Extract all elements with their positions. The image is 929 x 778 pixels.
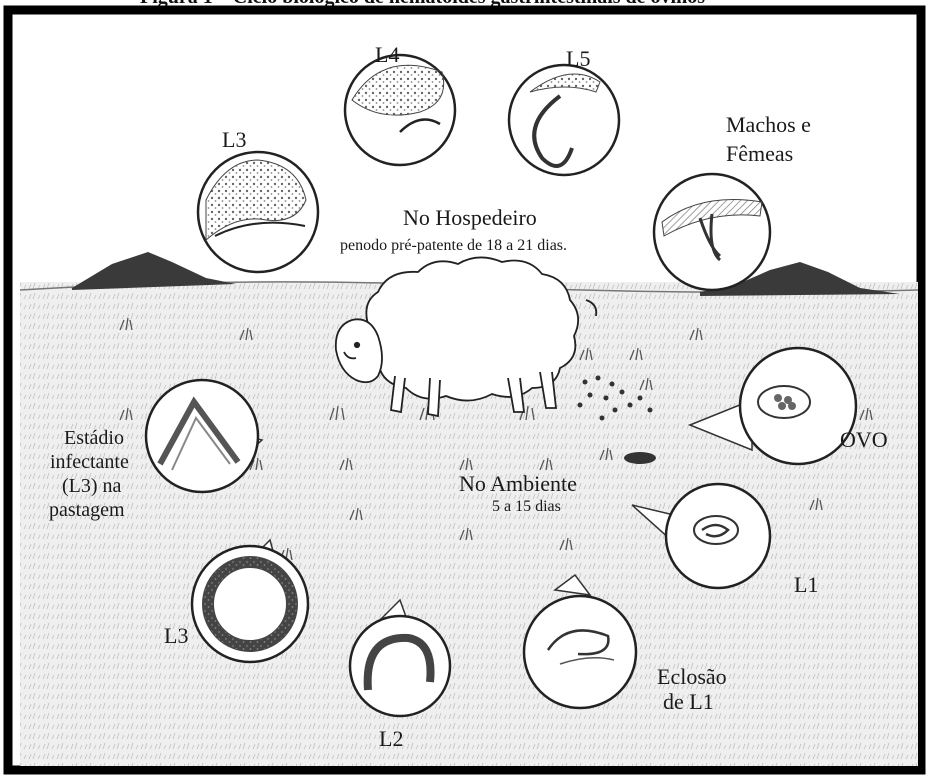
host-title: No Hospedeiro [403,206,537,230]
label-l4: L4 [375,43,399,67]
label-hatch-line2: de L1 [663,690,714,714]
label-l3-env: L3 [164,624,188,648]
label-adults-line1: Machos e [726,113,811,137]
env-subtitle: 5 a 15 dias [492,498,561,516]
env-title: No Ambiente [459,472,577,496]
label-egg: OVO [840,428,888,452]
circle-l3-env [192,546,308,662]
label-hatch-line1: Eclosão [657,665,727,689]
label-infective-line3: (L3) na [62,475,121,497]
label-infective-line4: pastagem [49,499,125,521]
circle-l5 [509,65,619,175]
label-l5: L5 [566,47,590,71]
circle-l2 [350,616,450,716]
circle-l1 [666,484,770,588]
label-infective-line2: infectante [50,451,129,473]
circle-hatching [524,596,636,708]
circle-adults [654,174,770,290]
label-infective-line1: Estádio [64,427,124,449]
dung-patch [624,452,656,464]
circle-l4 [345,55,455,165]
label-adults-line2: Fêmeas [726,142,793,166]
circle-egg [740,348,856,464]
label-l1: L1 [794,573,818,597]
circle-infective-l3 [146,380,258,492]
circle-l3-host [198,152,318,272]
label-l3-host: L3 [222,128,246,152]
host-subtitle: penodo pré-patente de 18 a 21 dias. [340,237,567,255]
label-l2: L2 [379,727,403,751]
